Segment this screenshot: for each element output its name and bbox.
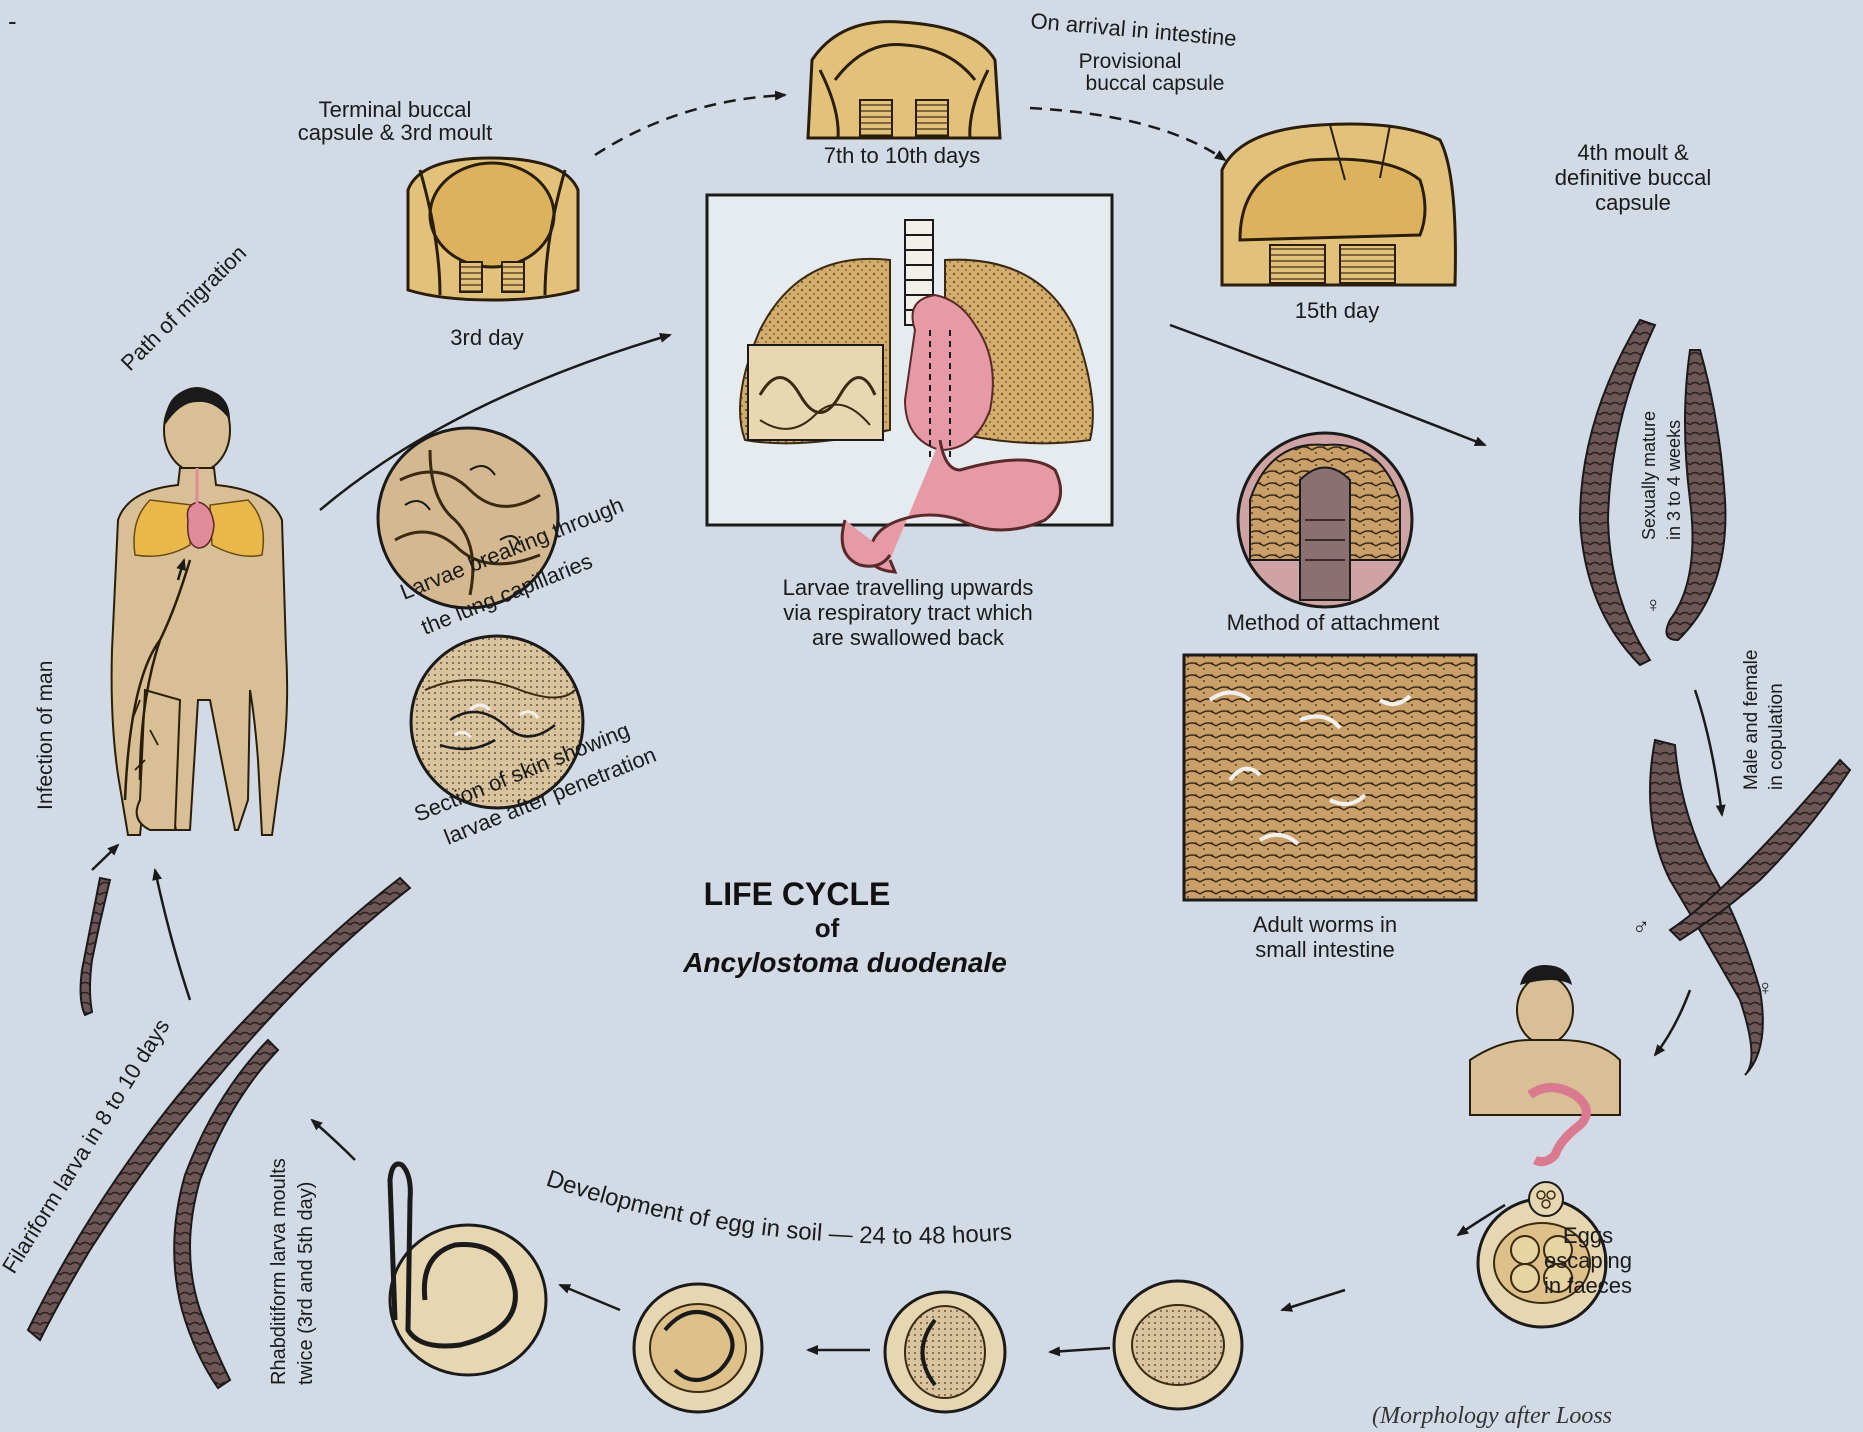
- female-symbol-1: ♀: [1645, 592, 1662, 617]
- adult-worms-intestine-panel: [1184, 655, 1476, 900]
- label-7th-to-10th-days: 7th to 10th days: [824, 143, 981, 168]
- respiratory-tract-panel: [707, 195, 1112, 572]
- label-method-of-attachment: Method of attachment: [1227, 610, 1440, 635]
- label-larvae-travelling-3: are swallowed back: [812, 625, 1005, 650]
- label-sexually-mature-1: Sexually mature: [1639, 411, 1659, 540]
- buccal-capsule-7-10-days: [808, 22, 1000, 138]
- egg-stage-4: [634, 1284, 762, 1412]
- label-male-female-2: in copulation: [1766, 683, 1787, 790]
- label-rhabditiform-2: twice (3rd and 5th day): [295, 1182, 317, 1385]
- label-provisional-2: buccal capsule: [1086, 72, 1225, 95]
- method-of-attachment-circle: [1238, 433, 1412, 607]
- label-larvae-travelling-2: via respiratory tract which: [783, 600, 1032, 625]
- label-adult-worms-1: Adult worms in: [1253, 912, 1397, 937]
- label-male-female-1: Male and female: [1741, 650, 1762, 790]
- egg-faeces-small: [1529, 1182, 1563, 1216]
- label-terminal-buccal-2: capsule & 3rd moult: [298, 120, 492, 145]
- corner-mark: -: [8, 6, 17, 36]
- buccal-capsule-15th-day: [1222, 124, 1455, 285]
- label-eggs-3: in faeces: [1544, 1273, 1632, 1298]
- label-4th-moult-3: capsule: [1595, 190, 1671, 215]
- label-eggs-1: Eggs: [1563, 1223, 1613, 1248]
- title-line-2: of: [815, 913, 840, 943]
- label-infection-of-man: Infection of man: [34, 661, 57, 810]
- label-adult-worms-2: small intestine: [1255, 937, 1394, 962]
- male-symbol: ♂: [1632, 914, 1650, 941]
- credit-morphology: (Morphology after Looss: [1372, 1403, 1612, 1429]
- label-4th-moult-2: definitive buccal: [1555, 165, 1712, 190]
- label-3rd-day: 3rd day: [450, 325, 523, 350]
- label-provisional-1: Provisional: [1079, 50, 1182, 73]
- label-sexually-mature-2: in 3 to 4 weeks: [1664, 420, 1684, 540]
- label-rhabditiform-1: Rhabditiform larva moults: [268, 1158, 290, 1385]
- buccal-capsule-3rd-day: [408, 158, 578, 300]
- title-line-1: LIFE CYCLE: [704, 876, 891, 912]
- egg-stage-2: [1114, 1281, 1242, 1409]
- title-line-3: Ancylostoma duodenale: [682, 947, 1007, 978]
- label-eggs-2: escaping: [1544, 1248, 1632, 1273]
- egg-stage-3: [885, 1292, 1005, 1412]
- female-symbol-2: ♀: [1757, 975, 1774, 1000]
- label-terminal-buccal-1: Terminal buccal: [319, 97, 472, 122]
- label-15th-day: 15th day: [1295, 298, 1379, 323]
- label-larvae-travelling-1: Larvae travelling upwards: [783, 575, 1034, 600]
- label-4th-moult-1: 4th moult &: [1577, 140, 1689, 165]
